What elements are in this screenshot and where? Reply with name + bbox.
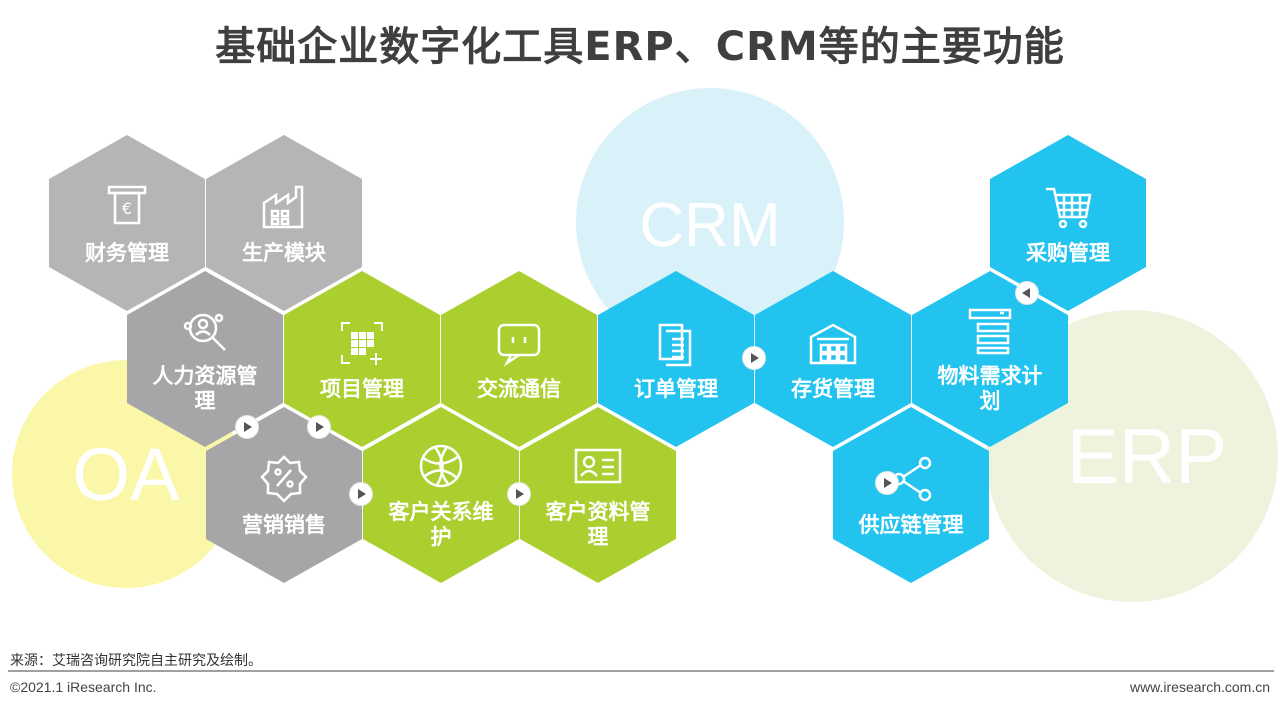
- flow-arrow-left-icon: [1016, 282, 1038, 304]
- documents-icon: [658, 323, 692, 366]
- discount-badge-icon: [260, 454, 308, 503]
- warehouse-icon: [809, 323, 857, 364]
- stacked-drawers-icon: [968, 308, 1012, 355]
- erp-label: ERP: [1066, 411, 1228, 500]
- flow-arrow-right-icon: [508, 483, 530, 505]
- purchase-label: 采购管理: [1026, 240, 1110, 265]
- atm-icon: €: [107, 185, 147, 224]
- hr-label: 人力资源管理: [152, 364, 258, 413]
- inventory-label: 存货管理: [791, 376, 875, 401]
- page-title: 基础企业数字化工具ERP、CRM等的主要功能: [215, 24, 1065, 70]
- website-link[interactable]: www.iresearch.com.cn: [1129, 679, 1270, 695]
- copyright: ©2021.1 iResearch Inc.: [10, 679, 157, 695]
- customer-data-label: 客户资料管理: [545, 500, 651, 549]
- share-network-icon: [892, 456, 932, 501]
- flow-arrow-right-icon: [743, 347, 765, 369]
- flow-arrow-right-icon: [876, 472, 898, 494]
- oa-label: OA: [72, 432, 180, 516]
- project-label: 项目管理: [320, 376, 404, 401]
- flow-arrow-right-icon: [236, 416, 258, 438]
- hex-inventory: 存货管理: [755, 271, 911, 447]
- mrp-label: 物料需求计划: [937, 364, 1043, 413]
- hex-hr: 人力资源管理: [127, 271, 283, 447]
- hex-order: 订单管理: [598, 271, 754, 447]
- project-grid-icon: [341, 321, 383, 365]
- factory-icon: [262, 185, 304, 228]
- customer-relation-label: 客户关系维护: [388, 500, 494, 549]
- globe-network-icon: [419, 444, 463, 488]
- communication-label: 交流通信: [477, 376, 561, 401]
- footer-divider: [8, 670, 1274, 672]
- source-note: 来源：艾瑞咨询研究院自主研究及绘制。: [10, 653, 262, 669]
- hex-project: 项目管理: [284, 271, 440, 447]
- chat-bubble-icon: [497, 323, 541, 367]
- svg-text:€: €: [122, 199, 132, 218]
- people-search-icon: [183, 313, 226, 351]
- production-label: 生产模块: [242, 240, 326, 265]
- flow-arrow-right-icon: [308, 416, 330, 438]
- shopping-cart-icon: [1046, 187, 1092, 228]
- hex-mrp: 物料需求计划: [912, 271, 1068, 447]
- supply-chain-label: 供应链管理: [858, 512, 964, 537]
- order-label: 订单管理: [634, 376, 718, 401]
- flow-arrow-right-icon: [350, 483, 372, 505]
- id-card-icon: [574, 448, 622, 484]
- marketing-label: 营销销售: [242, 512, 326, 537]
- crm-label: CRM: [639, 191, 781, 260]
- hex-communication: 交流通信: [441, 271, 597, 447]
- finance-label: 财务管理: [85, 240, 169, 265]
